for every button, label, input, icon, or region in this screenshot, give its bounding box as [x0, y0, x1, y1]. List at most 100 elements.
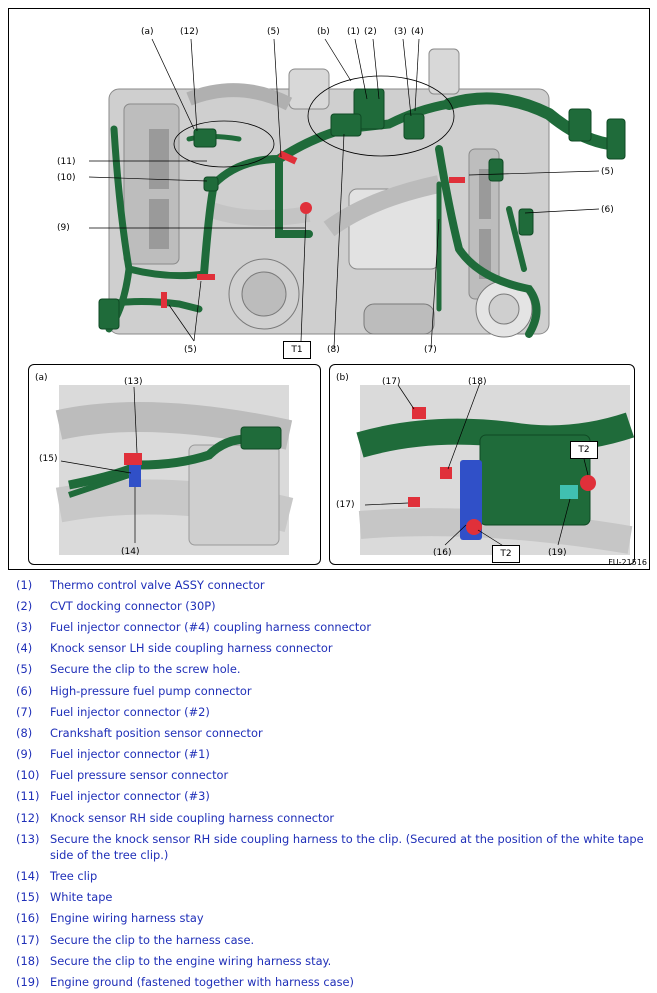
inset-b-title: (b): [336, 373, 349, 383]
callout-18: (18): [468, 377, 487, 387]
legend-text: Engine wiring harness stay: [50, 911, 204, 926]
callout-14: (14): [121, 547, 140, 557]
legend-number: (6): [16, 683, 33, 698]
legend-item: (8) Crankshaft position sensor connector: [0, 722, 657, 743]
detail-b-inset: (b) (17) (18) T2 (17) (16) T2 (19): [329, 364, 635, 565]
legend-number: (7): [16, 704, 33, 719]
callout-2: (2): [364, 27, 377, 37]
legend-number: (1): [16, 577, 33, 592]
legend-item: (7) Fuel injector connector (#2): [0, 701, 657, 722]
legend-text: White tape: [50, 890, 113, 905]
legend-item: (10) Fuel pressure sensor connector: [0, 765, 657, 786]
legend-item: (5)Secure the clip to the screw hole.: [0, 659, 657, 680]
callout-5-right: (5): [601, 167, 614, 177]
legend-number: (13): [16, 831, 40, 846]
legend-text: Secure the clip to the harness case.: [50, 932, 255, 947]
legend-number: (9): [16, 747, 33, 762]
legend-item: (19) Engine ground (fastened together wit…: [0, 971, 657, 992]
callout-t2-bottom: T2: [492, 545, 520, 563]
callout-8: (8): [327, 345, 340, 355]
legend-list: (1) Thermo control valve ASSY connector (…: [0, 574, 657, 993]
legend-number: (19): [16, 974, 40, 989]
legend-text: Thermo control valve ASSY connector: [50, 577, 265, 592]
legend-item: (3) Fuel injector connector (#4) coupling…: [0, 616, 657, 637]
legend-number: (18): [16, 953, 40, 968]
legend-text: Engine ground (fastened together with ha…: [50, 974, 354, 989]
legend-number: (11): [16, 789, 40, 804]
legend-item: (14) Tree clip: [0, 865, 657, 886]
legend-number: (2): [16, 598, 33, 613]
legend-item: (11) Fuel injector connector (#3): [0, 786, 657, 807]
clip-marks: [161, 150, 465, 308]
legend-text: Crankshaft position sensor connector: [50, 725, 263, 740]
legend-number: (15): [16, 890, 40, 905]
legend-text: Fuel injector connector (#1): [50, 747, 210, 762]
legend-item: (12) Knock sensor RH side coupling harnes…: [0, 807, 657, 828]
legend-text: Knock sensor LH side coupling harness co…: [50, 641, 333, 656]
callout-t2-top: T2: [570, 441, 598, 459]
callout-7: (7): [424, 345, 437, 355]
detail-a-inset: (a) (13) (15) (14): [28, 364, 321, 565]
legend-text: Secure the knock sensor RH side coupling…: [50, 831, 644, 862]
callout-17-left: (17): [336, 500, 355, 510]
legend-number: (5): [16, 662, 33, 677]
legend-item: (9) Fuel injector connector (#1): [0, 744, 657, 765]
callout-19: (19): [548, 548, 567, 558]
engine-block: [108, 48, 550, 338]
callout-b: (b): [317, 27, 330, 37]
callout-6: (6): [601, 205, 614, 215]
wiring-harness: [105, 92, 615, 338]
engine-illustration: [88, 38, 626, 349]
callout-11: (11): [57, 157, 76, 167]
legend-number: (8): [16, 725, 33, 740]
legend-text: Knock sensor RH side coupling harness co…: [50, 810, 335, 825]
detail-b-outline: [307, 75, 455, 157]
legend-text: Fuel pressure sensor connector: [50, 768, 229, 783]
leader-lines: [88, 38, 600, 349]
legend-text: Fuel injector connector (#4) coupling ha…: [50, 619, 372, 634]
legend-text: Tree clip: [50, 869, 98, 884]
callout-4: (4): [411, 27, 424, 37]
callout-10: (10): [57, 173, 76, 183]
legend-text: Fuel injector connector (#2): [50, 704, 210, 719]
legend-number: (17): [16, 932, 40, 947]
legend-text: Fuel injector connector (#3): [50, 789, 210, 804]
legend-item: (4) Knock sensor LH side coupling harness…: [0, 638, 657, 659]
callout-5-bottom: (5): [184, 345, 197, 355]
legend-text: High-pressure fuel pump connector: [50, 683, 252, 698]
legend-text: Secure the clip to the engine wiring har…: [50, 953, 332, 968]
legend-item: (13) Secure the knock sensor RH side coup…: [0, 828, 657, 865]
callout-a: (a): [141, 27, 154, 37]
engine-harness-figure: (a) (12) (5) (b) (1) (2) (3) (4) (11) (1…: [8, 8, 650, 570]
callout-1: (1): [347, 27, 360, 37]
callout-5-top: (5): [267, 27, 280, 37]
detail-a-outline: [173, 120, 275, 168]
callout-12: (12): [180, 27, 199, 37]
legend-item: (18) Secure the clip to the engine wiring…: [0, 950, 657, 971]
inset-a-title: (a): [35, 373, 48, 383]
legend-number: (4): [16, 641, 33, 656]
callout-16: (16): [433, 548, 452, 558]
legend-number: (14): [16, 869, 40, 884]
legend-item: (2) CVT docking connector (30P): [0, 595, 657, 616]
legend-item: (1) Thermo control valve ASSY connector: [0, 574, 657, 595]
legend-number: (16): [16, 911, 40, 926]
callout-13: (13): [124, 377, 143, 387]
legend-item: (16) Engine wiring harness stay: [0, 908, 657, 929]
legend-item: (6) High-pressure fuel pump connector: [0, 680, 657, 701]
figure-code: FU-21516: [608, 558, 647, 567]
legend-number: (12): [16, 810, 40, 825]
callout-t1: T1: [283, 341, 311, 359]
legend-text: CVT docking connector (30P): [50, 598, 216, 613]
detail-a-illustration: [55, 385, 294, 555]
legend-number: (10): [16, 768, 40, 783]
legend-number: (3): [16, 619, 33, 634]
callout-15: (15): [39, 454, 58, 464]
harness-connectors: [98, 88, 626, 330]
legend-item: (17) Secure the clip to the harness case.: [0, 929, 657, 950]
legend-item: (15) White tape: [0, 887, 657, 908]
callout-3: (3): [394, 27, 407, 37]
callout-17-top: (17): [382, 377, 401, 387]
callout-9: (9): [57, 223, 70, 233]
detail-b-illustration: [356, 382, 634, 555]
